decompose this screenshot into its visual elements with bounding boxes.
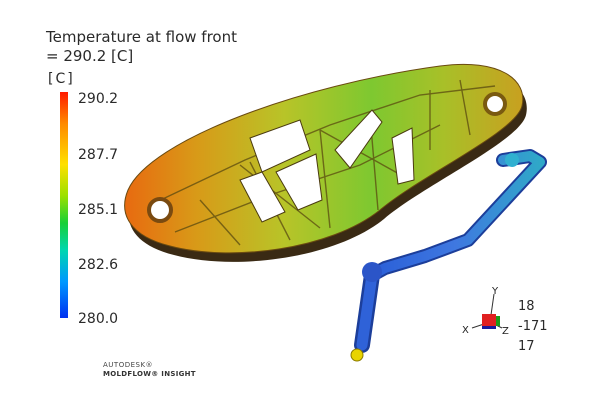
legend-tick-mid: 285.1 [78,202,119,218]
legend-tick-max: 290.2 [78,91,119,107]
result-title: Temperature at flow front = 290.2 [C] [46,28,237,66]
injection-point-marker [350,348,364,362]
brand-logo: AUTODESK® MOLDFLOW® INSIGHT [103,361,196,379]
left-boss [147,197,173,223]
view-coordinates: 18 -171 17 [518,297,548,357]
view-coord-2: -171 [518,319,548,334]
axis-x-label: X [462,325,469,336]
view-coord-1: 18 [518,299,535,314]
runner-system [354,149,547,353]
brand-line1: AUTODESK® [103,361,154,369]
brand-line2: MOLDFLOW® INSIGHT [103,370,196,378]
legend-tick-4: 282.6 [78,257,119,273]
result-title-line1: Temperature at flow front [46,28,237,46]
legend-unit: [C] [48,71,75,87]
view-coord-3: 17 [518,339,535,354]
color-legend-bar [60,92,68,318]
part-surface [124,63,524,254]
right-boss [483,92,507,116]
legend-tick-min: 280.0 [78,311,119,327]
axis-triad[interactable]: Y X Z [460,284,520,344]
part-openings [239,109,415,223]
axis-y-label: Y [491,286,499,297]
legend-tick-2: 287.7 [78,147,119,163]
result-title-line2: = 290.2 [C] [46,47,134,65]
axis-z-label: Z [502,326,509,337]
